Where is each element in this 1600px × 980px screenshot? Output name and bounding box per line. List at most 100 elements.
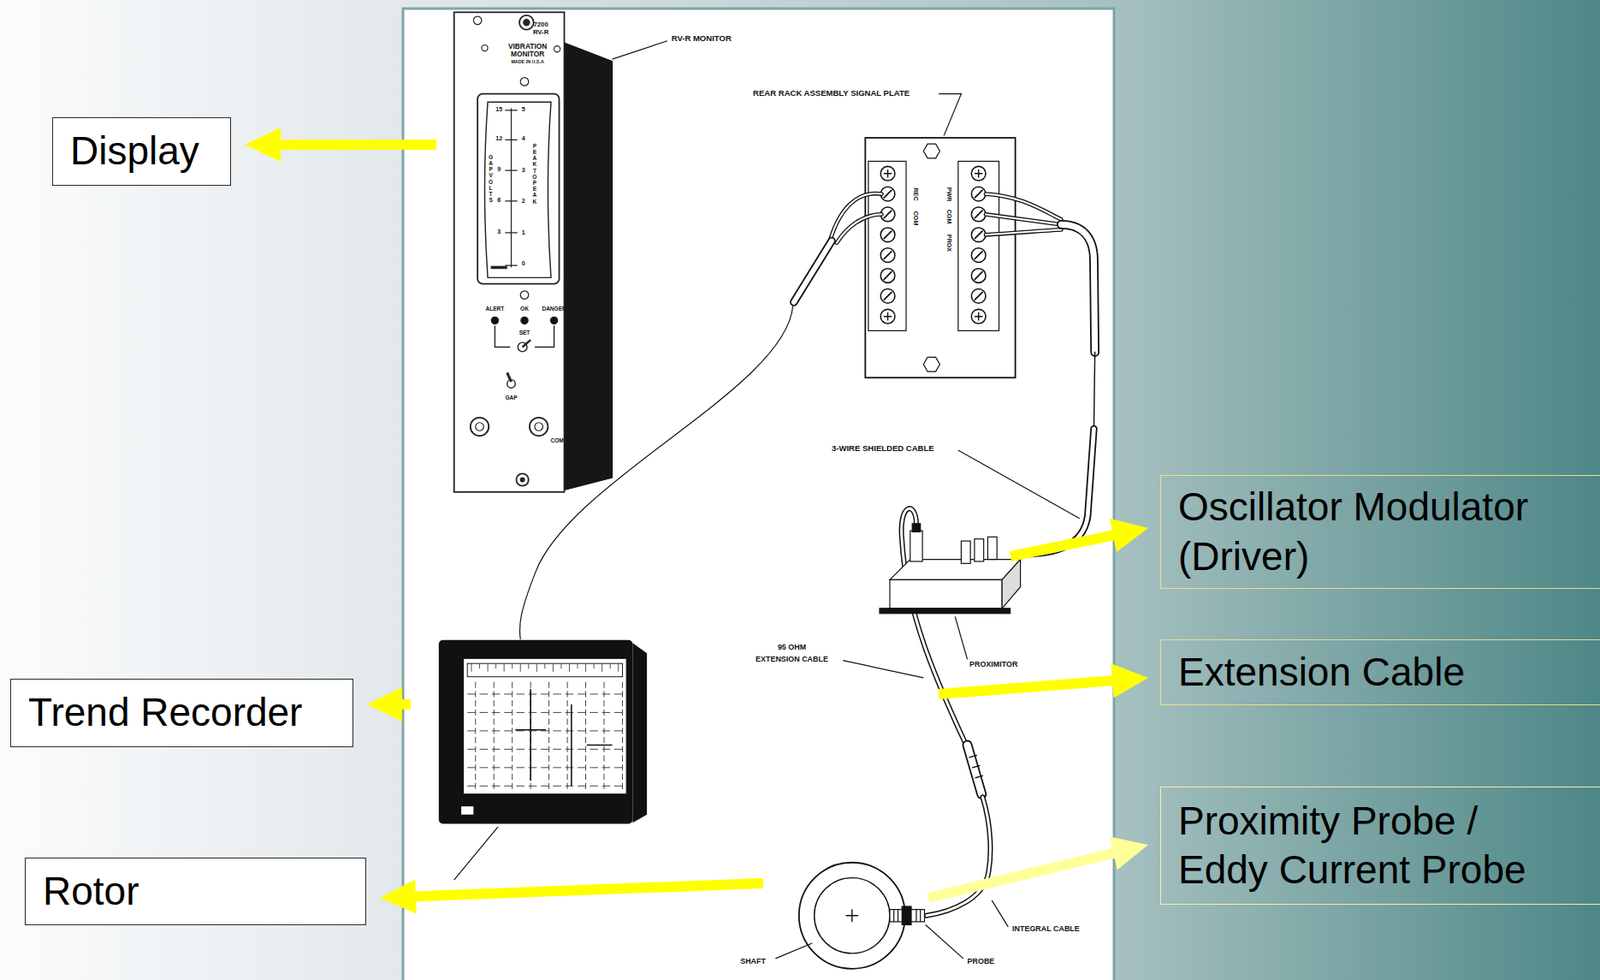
leader-lines [938, 94, 961, 137]
part-label: PWR [944, 186, 951, 202]
grid-line [467, 693, 623, 694]
shaft-and-probe [799, 862, 906, 969]
terminal-slot [883, 250, 893, 260]
part-label: COM [911, 211, 918, 226]
callout-arrows [244, 127, 1149, 913]
cables [1060, 224, 1095, 352]
callout-box: Display [52, 117, 232, 186]
signal-plate [923, 143, 940, 159]
part-label: VIBRATION [508, 42, 547, 50]
trend-recorder [438, 640, 634, 824]
vibration-monitor [481, 44, 488, 51]
part-label: 12 [495, 136, 503, 143]
terminal-screw [880, 308, 895, 324]
vibration-monitor [475, 422, 485, 432]
shaft-and-probe [799, 862, 925, 969]
proximitor [1001, 559, 1020, 609]
grid-line [474, 681, 476, 790]
terminal-screw [880, 268, 895, 284]
part-label: COM [944, 208, 951, 224]
terminal-screw [880, 289, 895, 304]
cables [519, 306, 793, 640]
vibration-monitor [520, 290, 529, 300]
terminal-slot [974, 291, 984, 301]
grid-line [493, 681, 495, 790]
grid-line [467, 711, 623, 713]
leader-lines [958, 450, 1080, 519]
grid-line [467, 748, 623, 750]
cables [901, 508, 966, 743]
part-label: 3 [497, 229, 501, 236]
vibration-monitor [529, 417, 548, 436]
cables [1060, 224, 1095, 352]
part-label: 6 [497, 197, 501, 204]
scale-tick [560, 663, 562, 669]
recorder-grid [467, 663, 623, 790]
vibration-monitor [454, 11, 565, 492]
part-label: 15 [495, 106, 503, 113]
scale-tick [610, 663, 611, 669]
part-label: OK [520, 306, 529, 313]
cables [967, 745, 983, 795]
scale-tick [544, 663, 546, 669]
vibration-monitor [554, 46, 561, 53]
scale-tick [593, 663, 595, 669]
callout-text: Proximity Probe / Eddy Current Probe [1178, 796, 1555, 895]
part-label: 0 [521, 260, 526, 267]
callout-text: Trend Recorder [28, 687, 303, 737]
terminal-slot [974, 231, 984, 240]
part-label: COM [551, 438, 564, 445]
scale-tick [585, 663, 587, 672]
scale-tick [552, 663, 554, 672]
callout-arrow-head [1109, 518, 1149, 552]
terminal-slot [883, 271, 893, 280]
callout-box: Extension Cable [1160, 639, 1600, 706]
terminal-slot [883, 189, 893, 199]
vibration-monitor [504, 110, 517, 266]
callout-arrow-shaft [414, 882, 764, 896]
leader-lines [954, 616, 967, 659]
proximitor [910, 530, 923, 562]
grid-line [622, 681, 623, 790]
scale-tick [527, 663, 529, 669]
cables [794, 240, 832, 303]
terminal-slot [883, 210, 893, 220]
callout-arrow-shaft [278, 139, 437, 150]
part-label: 95 OHM [777, 643, 806, 652]
terminal-cross [883, 312, 893, 321]
terminal-screw [971, 227, 986, 243]
part-label: 1 [521, 231, 526, 238]
scale-tick [487, 663, 489, 672]
callout-box: Oscillator Modulator (Driver) [1160, 474, 1600, 589]
terminal-screw [971, 289, 986, 304]
callout-arrow-head [1111, 663, 1149, 698]
vibration-monitor [491, 316, 498, 324]
proximitor [960, 540, 971, 563]
scale-tick [479, 663, 480, 669]
terminal-slot [974, 250, 984, 260]
part-label: PEAK TO PEAK [532, 142, 539, 205]
leader-lines [454, 826, 498, 880]
callout-arrow-head [367, 687, 403, 722]
part-label: SHAFT [740, 957, 766, 966]
terminal-screw [971, 186, 986, 202]
terminal-slot [974, 189, 984, 199]
shaft-and-probe [814, 877, 890, 954]
callout-text: Oscillator Modulator (Driver) [1178, 482, 1555, 581]
vibration-monitor [520, 77, 529, 87]
proximitor [889, 579, 1002, 608]
leader-lines [775, 942, 812, 959]
part-label: 3-WIRE SHIELDED CABLE [831, 444, 935, 453]
terminal-slot [883, 231, 893, 240]
part-label: GAP [504, 395, 517, 402]
cables [830, 193, 883, 243]
cables [794, 240, 832, 303]
grid-line [585, 681, 587, 790]
proximitor [879, 608, 1011, 614]
terminal-strip [880, 165, 986, 324]
terminal-slot [974, 271, 984, 280]
scale-tick [503, 663, 505, 672]
leader-lines [612, 41, 668, 60]
